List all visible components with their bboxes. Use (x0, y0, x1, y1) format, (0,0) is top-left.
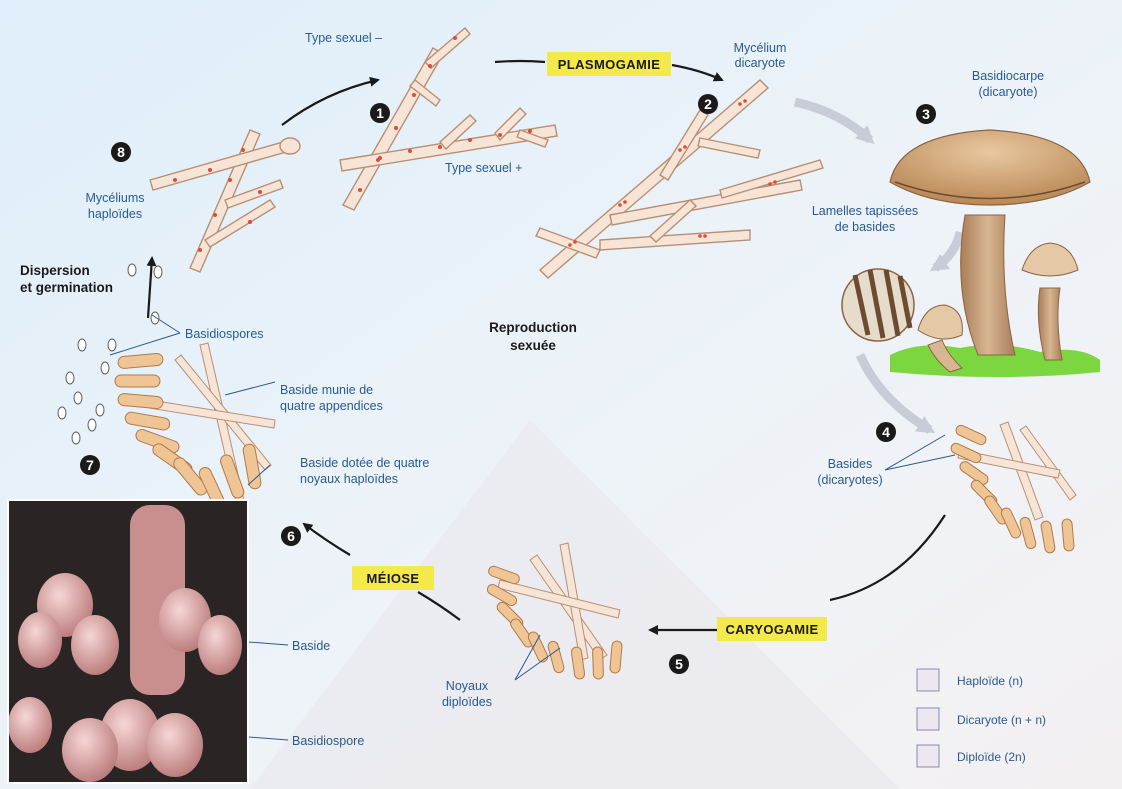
diploid-nuclei-label-line2: diploïdes (442, 695, 492, 709)
basidiocarp-label-line2: (dicaryote) (978, 85, 1037, 99)
legend-haploid-label: Haploïde (n) (957, 674, 1023, 688)
step-7: 7 (86, 457, 94, 473)
legend-diploid-label: Diploïde (2n) (957, 750, 1026, 764)
basidia-label-line2: (dicaryotes) (817, 473, 882, 487)
step-5: 5 (675, 656, 683, 672)
legend-swatch-haploid (917, 669, 939, 691)
basidium-four-nuclei-label-line1: Baside dotée de quatre (300, 456, 429, 470)
micrograph-inset (8, 500, 248, 783)
photo-basidium-label: Baside (292, 639, 330, 653)
basidium-appendages-label-line2: quatre appendices (280, 399, 383, 413)
basidiocarp-label-line1: Basidiocarpe (972, 69, 1044, 83)
basidiospores-label: Basidiospores (185, 327, 264, 341)
basidium-four-nuclei-label-line2: noyaux haploïdes (300, 472, 398, 486)
dikaryotic-mycelium-label-line1: Mycélium (734, 41, 787, 55)
type-plus-label: Type sexuel + (445, 161, 522, 175)
type-minus-label: Type sexuel – (305, 31, 382, 45)
meiosis-label: MÉIOSE (367, 571, 420, 586)
diploid-nuclei-label-line1: Noyaux (446, 679, 489, 693)
step-3: 3 (922, 106, 930, 122)
step-2: 2 (704, 96, 712, 112)
dispersion-label-line2: et germination (20, 280, 113, 295)
arrow-to-plasmogamy (495, 61, 545, 62)
photo-basidiospore-label: Basidiospore (292, 734, 364, 748)
step-1: 1 (376, 105, 384, 121)
step-4: 4 (882, 424, 890, 440)
legend-swatch-diploid (917, 745, 939, 767)
haploid-mycelia-label-line1: Mycéliums (85, 191, 144, 205)
sexual-reproduction-label-line1: Reproduction (489, 320, 577, 335)
gills-label-line1: Lamelles tapissées (812, 204, 918, 218)
plasmogamy-label: PLASMOGAMIE (558, 57, 661, 72)
gills-label-line2: de basides (835, 220, 895, 234)
legend-dikaryotic-label: Dicaryote (n + n) (957, 713, 1046, 727)
dikaryotic-mycelium-label-line2: dicaryote (735, 56, 786, 70)
sexual-reproduction-label-line2: sexuée (510, 338, 556, 353)
legend-swatch-dikaryotic (917, 708, 939, 730)
dispersion-label-line1: Dispersion (20, 263, 90, 278)
haploid-mycelia-label-line2: haploïdes (88, 207, 142, 221)
step-6: 6 (287, 528, 295, 544)
karyogamy-label: CARYOGAMIE (725, 622, 818, 637)
basidia-label-line1: Basides (828, 457, 872, 471)
basidium-appendages-label-line1: Baside munie de (280, 383, 373, 397)
step-8: 8 (117, 144, 125, 160)
